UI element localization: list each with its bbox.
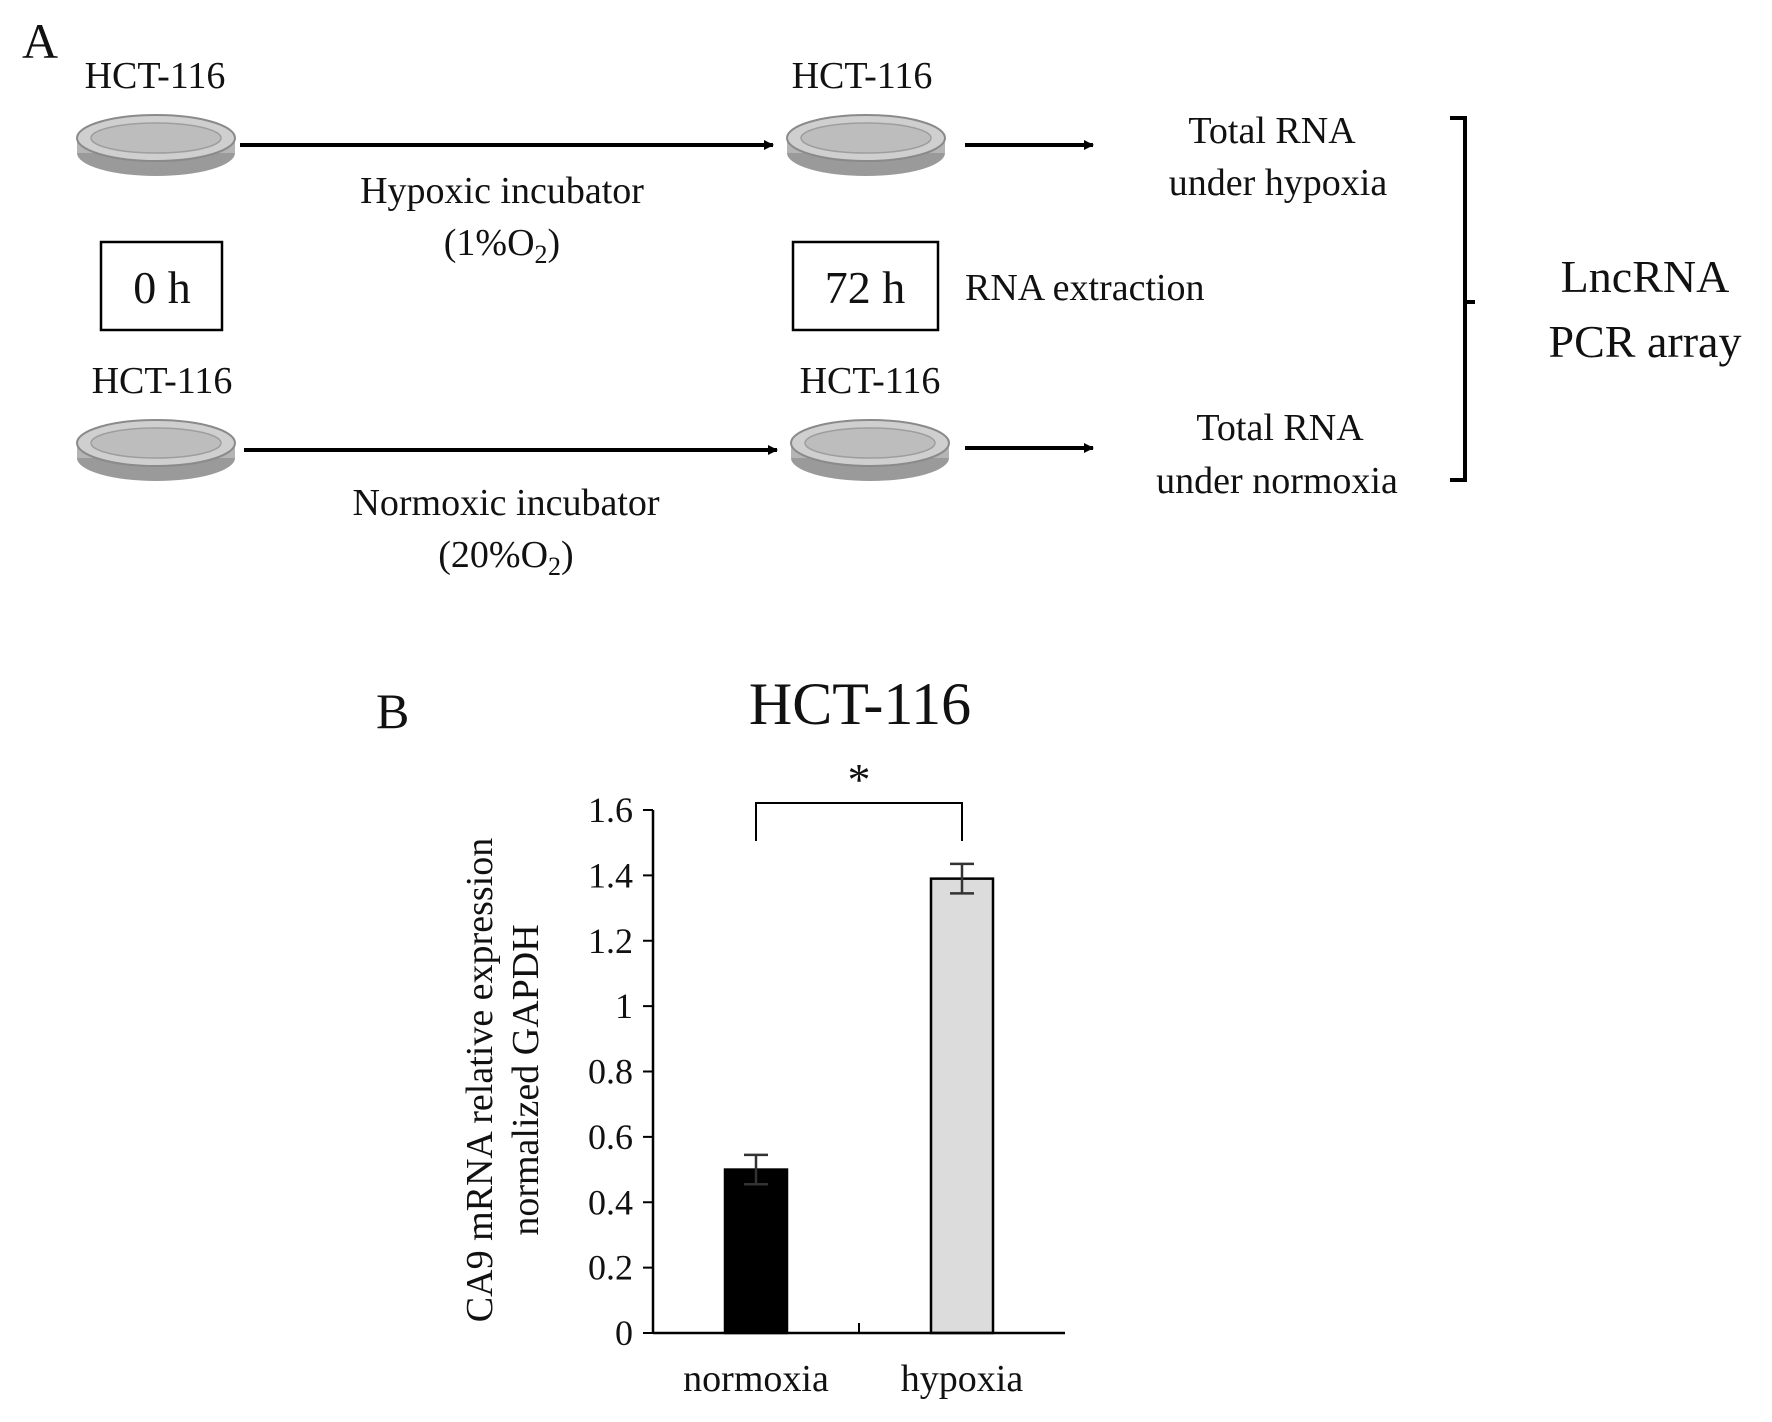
time-box-start (99, 240, 224, 332)
normoxic-o2-label: (20%O2) (438, 534, 573, 581)
y-tick-label: 0.8 (588, 1052, 633, 1092)
rna-normoxia-line1: Total RNA (1196, 407, 1364, 449)
y-tick-label: 0 (615, 1313, 633, 1353)
hypoxic-incubator-label: Hypoxic incubator (360, 170, 644, 212)
petri-dish-icon-bottom-right (790, 419, 950, 481)
bracket (1450, 116, 1475, 482)
error-bar-normoxia (744, 1153, 768, 1186)
rna-hypoxia-line1: Total RNA (1188, 110, 1356, 152)
cell-label-top-right: HCT-116 (792, 55, 933, 97)
y-axis-label-line1: CA9 mRNA relative expression (459, 838, 501, 1322)
significance-star: * (848, 754, 871, 805)
petri-dish-icon-bottom-left (76, 419, 236, 481)
bar-normoxia (723, 1168, 789, 1335)
bar-chart: 0 0.2 0.4 0.6 0.8 1 1.2 1.4 1.6 normoxia hypoxia (588, 790, 1065, 1400)
bar-hypoxia (929, 877, 995, 1335)
y-tick-label: 1.6 (588, 790, 633, 830)
rna-extraction-label: RNA extraction (965, 267, 1205, 309)
cell-label-bottom-left: HCT-116 (92, 360, 233, 402)
y-tick-label: 0.2 (588, 1248, 633, 1288)
petri-dish-icon-top-right (786, 114, 946, 176)
normoxic-incubator-label: Normoxic incubator (352, 482, 659, 524)
x-axis-labels: normoxia hypoxia (683, 1323, 1023, 1400)
y-axis-label-line2: normalized GAPDH (505, 924, 547, 1235)
panel-b-letter: B (376, 683, 409, 739)
panel-a-letter: A (22, 13, 58, 69)
bars (723, 862, 995, 1335)
chart-title: HCT-116 (749, 671, 971, 737)
y-axis-ticks: 0 0.2 0.4 0.6 0.8 1 1.2 1.4 1.6 (588, 790, 653, 1353)
array-label-line1: LncRNA (1561, 251, 1730, 302)
rna-normoxia-line2: under normoxia (1156, 460, 1398, 502)
time-start-label: 0 h (133, 262, 191, 313)
y-tick-label: 0.6 (588, 1117, 633, 1157)
cell-label-top-left: HCT-116 (85, 55, 226, 97)
time-box-end (791, 240, 940, 332)
y-tick-label: 1.4 (588, 855, 633, 895)
array-label-line2: PCR array (1549, 316, 1742, 367)
y-tick-label: 0.4 (588, 1182, 633, 1222)
x-tick-label-hypoxia: hypoxia (901, 1358, 1024, 1400)
error-bar-hypoxia (950, 862, 974, 895)
time-end-label: 72 h (825, 262, 906, 313)
hypoxic-o2-label: (1%O2) (444, 222, 560, 269)
y-tick-label: 1.2 (588, 921, 633, 961)
cell-label-bottom-right: HCT-116 (800, 360, 941, 402)
petri-dish-icon-top-left (76, 114, 236, 176)
rna-hypoxia-line2: under hypoxia (1169, 162, 1388, 204)
x-tick-label-normoxia: normoxia (683, 1358, 829, 1400)
significance-bracket (755, 802, 963, 841)
y-tick-label: 1 (615, 986, 633, 1026)
